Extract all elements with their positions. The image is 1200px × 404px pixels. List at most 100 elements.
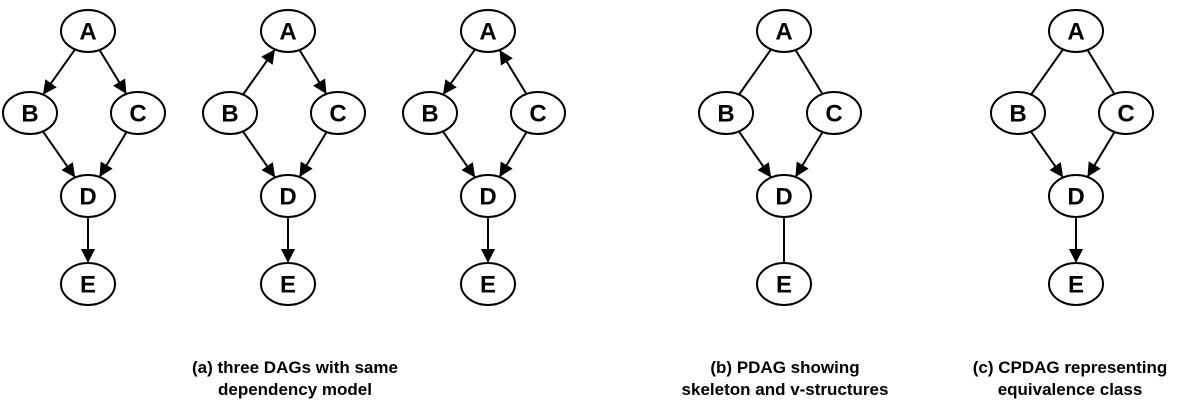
node-label: B	[221, 101, 238, 128]
node-label: A	[775, 19, 792, 46]
node-ellipse	[990, 91, 1046, 135]
node-ellipse	[756, 262, 812, 306]
node-ellipse	[806, 91, 862, 135]
node-ellipse	[60, 262, 116, 306]
node-label: C	[329, 101, 346, 128]
dag2-edge-b-a	[242, 48, 276, 96]
dag1-edge-a-c	[98, 49, 128, 95]
node-label: E	[1068, 272, 1084, 299]
caption-b: (b) PDAG showing skeleton and v-structur…	[660, 357, 910, 401]
node-ellipse	[60, 9, 116, 53]
node-ellipse	[1048, 262, 1104, 306]
node-ellipse	[260, 174, 316, 218]
node-label: D	[279, 184, 296, 211]
dag1-edge-c-d	[98, 131, 128, 178]
node-ellipse	[1098, 91, 1154, 135]
dag3-edge-a-b	[442, 48, 476, 96]
dag3-edge-c-d	[498, 131, 528, 178]
dag1-node-a: A	[60, 9, 116, 53]
cpdag-edge-c-d	[1086, 131, 1116, 178]
dag3-node-c: C	[510, 91, 566, 135]
dag1-node-c: C	[110, 91, 166, 135]
pdag-node-e: E	[756, 262, 812, 306]
node-label: A	[1067, 19, 1084, 46]
node-label: B	[21, 101, 38, 128]
node-ellipse	[756, 9, 812, 53]
pdag-node-a: A	[756, 9, 812, 53]
dag1-edge-b-d	[42, 130, 76, 179]
caption-c-line1: (c) CPDAG representing	[972, 358, 1168, 377]
caption-b-line2: skeleton and v-structures	[681, 380, 889, 400]
node-label: D	[775, 184, 792, 211]
node-label: E	[480, 272, 496, 299]
node-ellipse	[402, 91, 458, 135]
node-ellipse	[110, 91, 166, 135]
node-ellipse	[2, 91, 58, 135]
node-ellipse	[202, 91, 258, 135]
dag2-node-e: E	[260, 262, 316, 306]
caption-c-line2: equivalence class	[997, 380, 1143, 400]
pdag-node-c: C	[806, 91, 862, 135]
dag1-node-b: B	[2, 91, 58, 135]
cpdag-node-d: D	[1048, 174, 1104, 218]
dag1-node-e: E	[60, 262, 116, 306]
dag2-node-c: C	[310, 91, 366, 135]
node-ellipse	[260, 9, 316, 53]
node-label: C	[825, 101, 842, 128]
node-label: D	[1067, 184, 1084, 211]
node-label: A	[79, 19, 96, 46]
dag3-node-b: B	[402, 91, 458, 135]
node-label: E	[80, 272, 96, 299]
node-ellipse	[510, 91, 566, 135]
node-ellipse	[756, 174, 812, 218]
node-label: C	[529, 101, 546, 128]
dag3-node-d: D	[460, 174, 516, 218]
node-label: A	[479, 19, 496, 46]
dag2-edge-b-d	[242, 130, 276, 179]
dag2-node-b: B	[202, 91, 258, 135]
pdag-edge-c-d	[794, 131, 824, 178]
caption-b-line1: (b) PDAG showing	[710, 358, 860, 377]
pdag-node-b: B	[698, 91, 754, 135]
node-ellipse	[260, 262, 316, 306]
dag3-edge-c-a	[498, 49, 528, 95]
dag1-edge-a-b	[42, 48, 76, 96]
caption-c: (c) CPDAG representing equivalence class	[945, 357, 1195, 401]
node-label: D	[79, 184, 96, 211]
node-label: A	[279, 19, 296, 46]
node-ellipse	[310, 91, 366, 135]
cpdag-node-b: B	[990, 91, 1046, 135]
caption-a-line2: dependency model	[218, 380, 372, 400]
cpdag-edge-a-c	[1086, 49, 1116, 95]
node-label: D	[479, 184, 496, 211]
pdag-edge-a-c	[794, 49, 824, 95]
dag2-edge-a-c	[298, 49, 328, 95]
node-label: B	[1009, 101, 1026, 128]
node-label: B	[421, 101, 438, 128]
node-label: C	[1117, 101, 1134, 128]
pdag-node-d: D	[756, 174, 812, 218]
cpdag-node-c: C	[1098, 91, 1154, 135]
caption-a-line1: (a) three DAGs with same	[192, 358, 398, 377]
dag2-node-d: D	[260, 174, 316, 218]
node-label: C	[129, 101, 146, 128]
node-ellipse	[460, 9, 516, 53]
dag3-node-a: A	[460, 9, 516, 53]
node-ellipse	[698, 91, 754, 135]
node-ellipse	[1048, 9, 1104, 53]
dag1-node-d: D	[60, 174, 116, 218]
dag3-node-e: E	[460, 262, 516, 306]
dag2-edge-c-d	[298, 131, 328, 178]
dag3-edge-b-d	[442, 130, 476, 179]
node-ellipse	[1048, 174, 1104, 218]
pdag-edge-b-d	[738, 130, 772, 179]
node-label: B	[717, 101, 734, 128]
caption-a: (a) three DAGs with same dependency mode…	[120, 357, 470, 401]
cpdag-edge-b-d	[1030, 130, 1064, 179]
cpdag-node-e: E	[1048, 262, 1104, 306]
pdag-edge-a-b	[738, 48, 772, 96]
node-ellipse	[60, 174, 116, 218]
node-label: E	[776, 272, 792, 299]
node-label: E	[280, 272, 296, 299]
